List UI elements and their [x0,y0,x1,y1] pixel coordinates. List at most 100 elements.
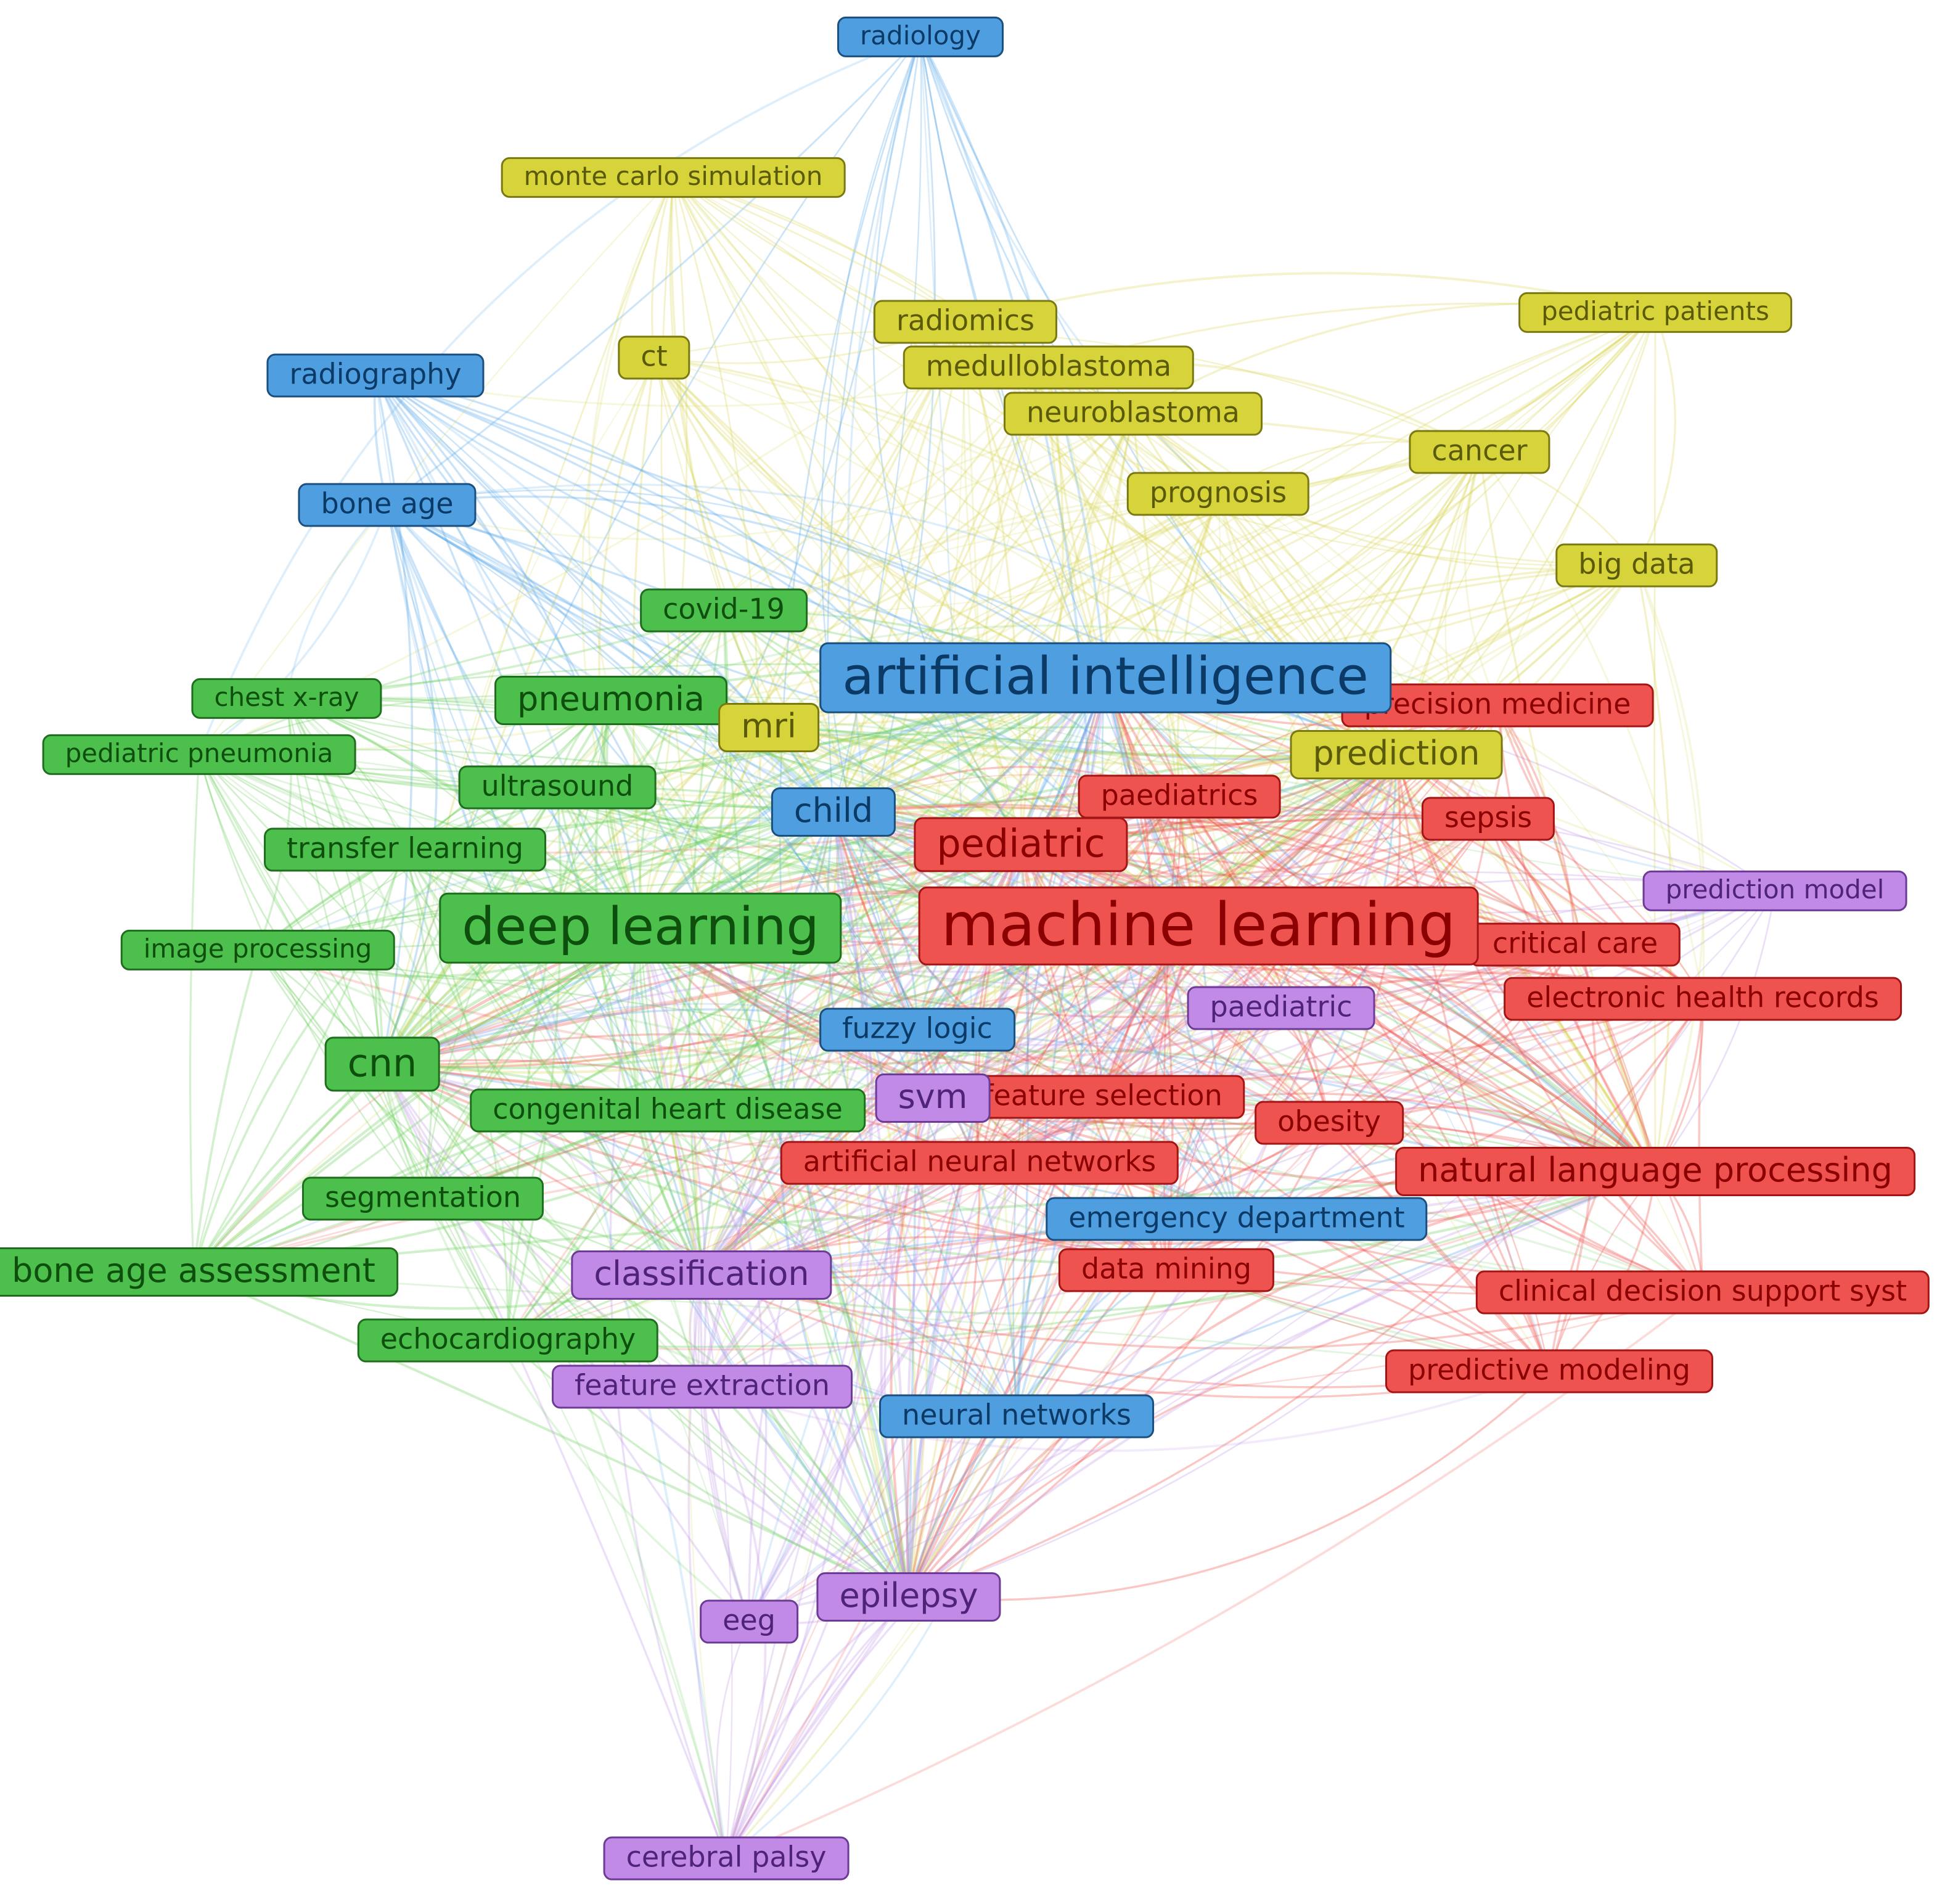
node-feature-extraction[interactable]: feature extraction [552,1364,853,1409]
link-radiography-emergency-department [374,375,1237,1220]
link-prediction-model-natural-language-processing [1654,890,1776,1172]
node-cancer[interactable]: cancer [1409,430,1550,474]
link-radiography-neural-networks [375,375,1018,1417]
node-monte-carlo-simulation[interactable]: monte carlo simulation [501,157,846,199]
node-electronic-health-records[interactable]: electronic health records [1504,977,1902,1021]
node-cnn[interactable]: cnn [324,1036,440,1092]
link-pneumonia-fuzzy-logic [610,700,918,1030]
link-covid-19-transfer-learning [404,609,724,851]
node-paediatrics[interactable]: paediatrics [1078,774,1281,819]
link-medulloblastoma-electronic-health-records [1048,367,1703,999]
node-neuroblastoma[interactable]: neuroblastoma [1004,392,1263,436]
node-fuzzy-logic[interactable]: fuzzy logic [819,1007,1015,1052]
link-radiography-pediatric [375,374,1022,845]
link-medulloblastoma-prediction-model [1047,366,1775,892]
node-mri[interactable]: mri [718,702,819,753]
node-critical-care[interactable]: critical care [1469,922,1681,967]
link-predictive-modeling-epilepsy [908,1370,1550,1601]
link-classification-cerebral-palsy [700,1274,733,1859]
node-bone-age-assessment[interactable]: bone age assessment [0,1247,398,1297]
link-chest-x-ray-pediatric [286,697,1022,846]
link-chest-x-ray-classification [285,698,703,1276]
node-transfer-learning[interactable]: transfer learning [264,827,546,872]
link-bone-age-cerebral-palsy [386,504,727,1859]
link-feature-selection-cnn [382,1033,1104,1098]
node-ultrasound[interactable]: ultrasound [458,765,657,810]
link-prognosis-child [832,493,1219,813]
link-ct-classification [632,357,703,1276]
node-image-processing[interactable]: image processing [120,929,395,971]
node-neural-networks[interactable]: neural networks [879,1394,1154,1438]
node-covid-19[interactable]: covid-19 [640,588,808,633]
link-electronic-health-records-clinical-decision-support-syst [1698,998,1704,1293]
link-radiology-artificial-neural-networks [919,36,981,1163]
node-artificial-neural-networks[interactable]: artificial neural networks [780,1141,1179,1185]
link-epilepsy-classification [700,1274,911,1598]
link-pediatric-bone-age-assessment [192,843,1022,1273]
link-emergency-department-child [833,811,1238,1220]
node-epilepsy[interactable]: epilepsy [816,1572,1001,1622]
link-pediatric-patients-covid-19 [723,312,1656,613]
link-artificial-neural-networks-deep-learning [639,927,980,1164]
link-pediatric-patients-child [833,312,1656,813]
link-mri-neural-networks [768,727,1018,1417]
node-classification[interactable]: classification [571,1250,832,1300]
link-ct-cancer [653,330,1480,453]
node-deep-learning[interactable]: deep learning [439,892,842,964]
link-radiology-svm [847,36,934,1099]
node-bone-age[interactable]: bone age [298,483,477,527]
node-cerebral-palsy[interactable]: cerebral palsy [603,1836,850,1881]
node-prognosis[interactable]: prognosis [1126,472,1310,516]
node-paediatric[interactable]: paediatric [1187,986,1375,1030]
node-ct[interactable]: ct [618,335,690,380]
link-neuroblastoma-pediatric [1020,413,1134,845]
node-segmentation[interactable]: segmentation [301,1176,544,1221]
link-bone-age-natural-language-processing [387,504,1656,1173]
link-image-processing-natural-language-processing [257,949,1656,1173]
node-sepsis[interactable]: sepsis [1421,797,1555,841]
link-neuroblastoma-child [832,412,1134,813]
link-monte-carlo-simulation-ct [650,177,674,358]
link-transfer-learning-bone-age-assessment [192,849,406,1273]
link-artificial-intelligence-epilepsy [907,677,1107,1598]
node-feature-selection[interactable]: feature selection [960,1075,1245,1119]
link-classification-eeg [697,1274,750,1622]
node-child[interactable]: child [771,787,896,837]
link-clinical-decision-support-syst-feature-extraction [702,1291,1703,1401]
link-natural-language-processing-cnn [382,1063,1656,1245]
node-clinical-decision-support-syst[interactable]: clinical decision support syst [1475,1270,1930,1315]
node-pediatric-patients[interactable]: pediatric patients [1518,292,1792,334]
node-svm[interactable]: svm [875,1073,991,1123]
node-natural-language-processing[interactable]: natural language processing [1395,1146,1915,1197]
node-medulloblastoma[interactable]: medulloblastoma [903,345,1195,390]
node-big-data[interactable]: big data [1555,543,1718,588]
link-segmentation-artificial-intelligence [422,677,1107,1200]
node-emergency-department[interactable]: emergency department [1046,1197,1428,1241]
node-data-mining[interactable]: data mining [1058,1248,1275,1292]
link-cerebral-palsy-pediatric [725,844,1022,1859]
link-neuroblastoma-deep-learning [639,412,1134,929]
node-pneumonia[interactable]: pneumonia [494,675,727,726]
node-pediatric-pneumonia[interactable]: pediatric pneumonia [42,734,356,776]
link-monte-carlo-simulation-deep-learning [581,177,674,929]
node-radiography[interactable]: radiography [266,353,485,398]
link-clinical-decision-support-syst-classification [701,1274,1703,1350]
node-machine-learning[interactable]: machine learning [918,886,1479,966]
node-eeg[interactable]: eeg [700,1599,798,1644]
node-radiology[interactable]: radiology [837,16,1004,58]
link-big-data-child [833,564,1637,813]
node-radiomics[interactable]: radiomics [873,300,1058,344]
link-pneumonia-critical-care [610,696,1576,945]
node-prediction-model[interactable]: prediction model [1642,870,1907,912]
node-prediction[interactable]: prediction [1290,729,1503,780]
node-pediatric[interactable]: pediatric [914,817,1128,872]
node-precision-medicine[interactable]: precision medicine [1341,683,1654,728]
link-neuroblastoma-echocardiography [507,413,1134,1342]
node-artificial-intelligence[interactable]: artificial intelligence [819,642,1391,713]
node-obesity[interactable]: obesity [1255,1101,1404,1145]
node-echocardiography[interactable]: echocardiography [357,1318,659,1363]
node-chest-x-ray[interactable]: chest x-ray [191,678,382,720]
link-radiography-obesity [374,374,1330,1124]
node-predictive-modeling[interactable]: predictive modeling [1385,1349,1714,1393]
node-congenital-heart-disease[interactable]: congenital heart disease [470,1088,866,1133]
